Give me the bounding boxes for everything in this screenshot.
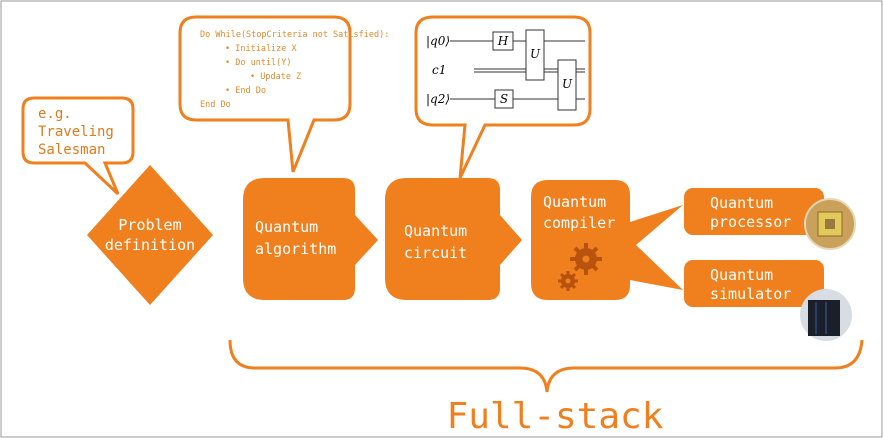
svg-text:U: U bbox=[562, 77, 573, 91]
full-stack-brace bbox=[228, 339, 864, 393]
full-stack-label: Full-stack bbox=[447, 396, 664, 437]
supercomputer-photo bbox=[800, 289, 852, 341]
svg-text:|q2⟩: |q2⟩ bbox=[426, 92, 450, 106]
chip-photo bbox=[804, 198, 856, 250]
svg-text:S: S bbox=[500, 92, 508, 106]
svg-text:U: U bbox=[530, 47, 541, 61]
svg-text:Do While(StopCriteria not Sati: Do While(StopCriteria not Satisfied):• I… bbox=[200, 30, 389, 110]
algorithm-code-bubble: Do While(StopCriteria not Satisfied):• I… bbox=[178, 15, 389, 173]
svg-text:|q0⟩: |q0⟩ bbox=[426, 34, 450, 48]
svg-text:c1: c1 bbox=[432, 63, 446, 77]
svg-text:H: H bbox=[497, 34, 509, 48]
gears-icon bbox=[558, 243, 602, 291]
circuit-bubble: |q0⟩ c1 |q2⟩ H U S U bbox=[414, 15, 592, 179]
